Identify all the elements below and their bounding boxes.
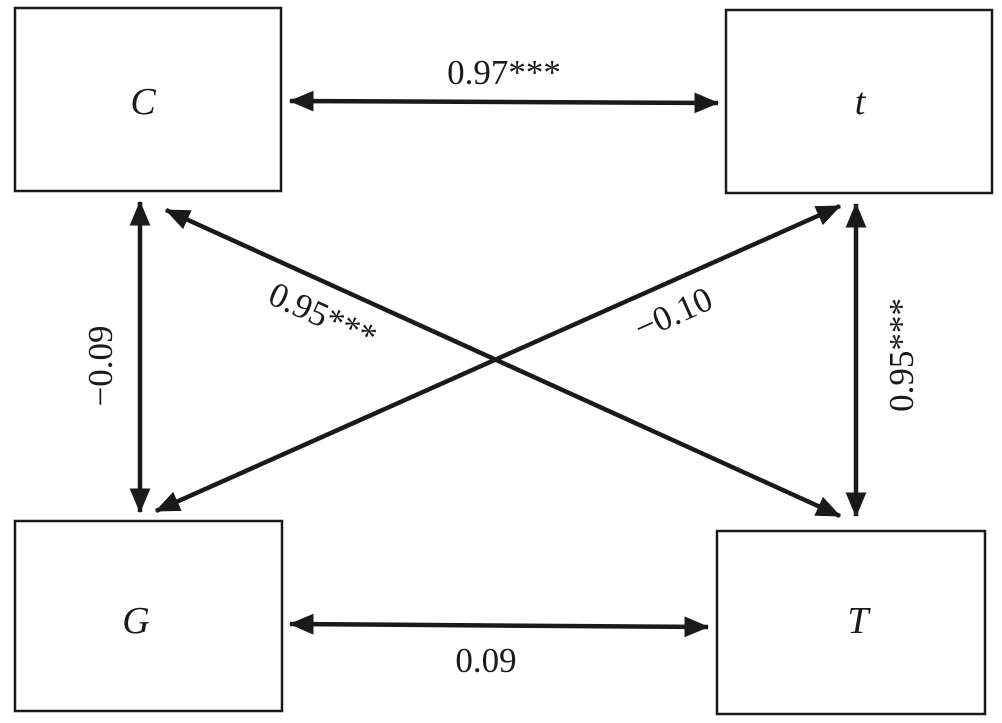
- edge-label-C-t: 0.97***: [447, 53, 561, 92]
- edge-label-G-T: 0.09: [455, 641, 516, 680]
- edge-label-t-G: −0.10: [628, 279, 718, 348]
- arrow-t-G: [154, 203, 842, 514]
- edge-label-t-T: 0.95***: [882, 298, 921, 412]
- node-box-G: [13, 519, 284, 713]
- node-box-t: [724, 8, 994, 195]
- node-label-T: T: [847, 600, 871, 642]
- arrow-G-T: [288, 613, 710, 638]
- arrow-C-t: [288, 90, 720, 114]
- arrow-C-T: [164, 207, 842, 519]
- node-box-C: [13, 6, 283, 193]
- node-label-G: G: [122, 600, 149, 642]
- edge-label-C-G: −0.09: [81, 326, 120, 407]
- edge-label-C-T: 0.95***: [263, 274, 383, 357]
- node-box-T: [715, 529, 987, 716]
- node-label-C: C: [130, 81, 156, 123]
- node-label-t: t: [855, 81, 867, 123]
